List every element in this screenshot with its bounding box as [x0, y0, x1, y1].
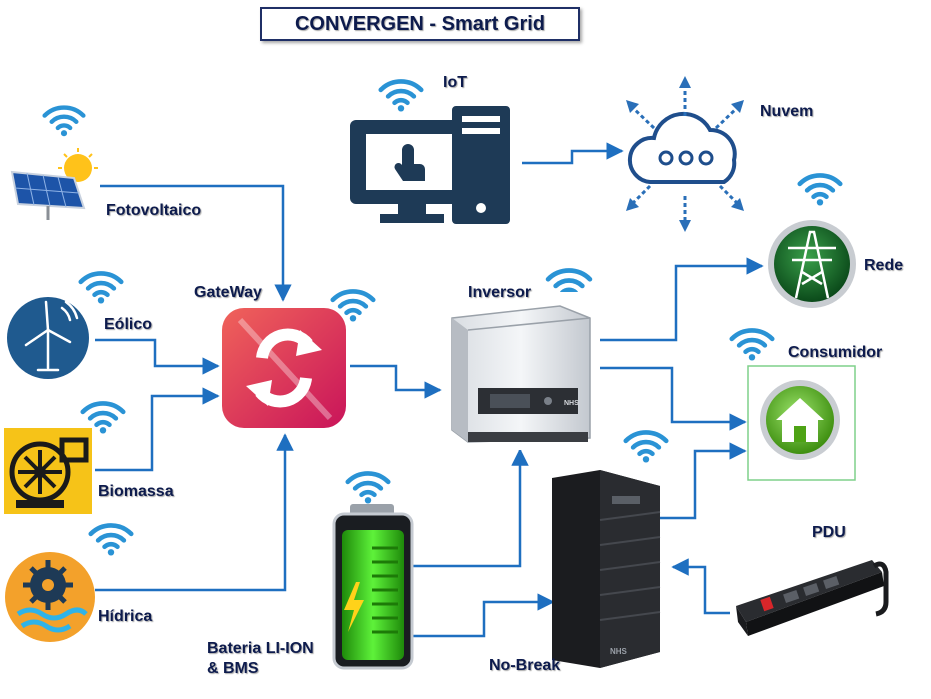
label-hidrica: Hídrica: [98, 608, 153, 625]
label-bateria-line1: Bateria LI-ION: [207, 640, 314, 657]
label-gateway: GateWay: [194, 284, 262, 301]
label-fotovoltaico: Fotovoltaico: [106, 202, 202, 219]
diagram-title-box: CONVERGEN - Smart Grid: [260, 7, 580, 41]
water-turbine-icon: [5, 552, 95, 642]
label-iot: IoT: [443, 74, 467, 91]
connector-fotovoltaico-gateway: [100, 184, 292, 302]
battery-charging-icon: [332, 504, 414, 670]
label-pdu: PDU: [812, 524, 846, 541]
connector-bateria-inversor: [412, 448, 529, 568]
connector-biomassa-gateway: [95, 387, 220, 472]
label-nuvem: Nuvem: [760, 103, 814, 120]
label-inversor: Inversor: [468, 284, 532, 301]
home-icon: [747, 365, 856, 481]
cloud-icon: [626, 76, 744, 232]
wifi-icon: [381, 81, 421, 111]
computer-touch-icon: [350, 106, 510, 224]
connector-inversor-rede: [600, 257, 764, 342]
connectors: [95, 142, 764, 638]
wifi-icon: [800, 175, 840, 205]
wifi-icon: [348, 473, 388, 503]
power-strip-device: [730, 520, 889, 680]
label-rede: Rede: [864, 257, 904, 274]
wifi-icon: [81, 273, 121, 303]
connector-inversor-consumidor: [600, 366, 747, 431]
inverter-device: NHS: [445, 292, 597, 450]
power-tower-icon: [768, 220, 856, 308]
wifi-icon: [732, 330, 772, 360]
connector-pdu-nobreak: [671, 558, 735, 615]
sync-gateway-icon: [222, 308, 346, 428]
ups-tower-device: NHS: [552, 470, 661, 668]
connector-hidrica-gateway: [95, 433, 294, 592]
label-eolico: Eólico: [104, 316, 153, 333]
biomass-turbine-icon: [4, 428, 92, 514]
connector-eolico-gateway: [95, 338, 220, 375]
connector-nobreak-consumidor: [660, 442, 747, 520]
inverter-brand: NHS: [564, 400, 579, 407]
diagram-title: CONVERGEN - Smart Grid: [294, 12, 546, 35]
connector-bateria-nobreak: [412, 593, 555, 638]
ups-brand: NHS: [610, 647, 628, 656]
wifi-icon: [626, 432, 666, 462]
wind-turbine-icon: [7, 297, 89, 379]
label-bateria-line2: & BMS: [207, 660, 259, 677]
connector-iot-nuvem: [522, 142, 624, 165]
connector-gateway-inversor: [350, 364, 442, 399]
label-consumidor: Consumidor: [788, 344, 883, 361]
label-biomassa: Biomassa: [98, 483, 174, 500]
wifi-icon: [91, 525, 131, 555]
solar-panel-icon: [4, 148, 100, 224]
wifi-icon: [45, 108, 84, 137]
label-nobreak: No-Break: [489, 657, 561, 674]
